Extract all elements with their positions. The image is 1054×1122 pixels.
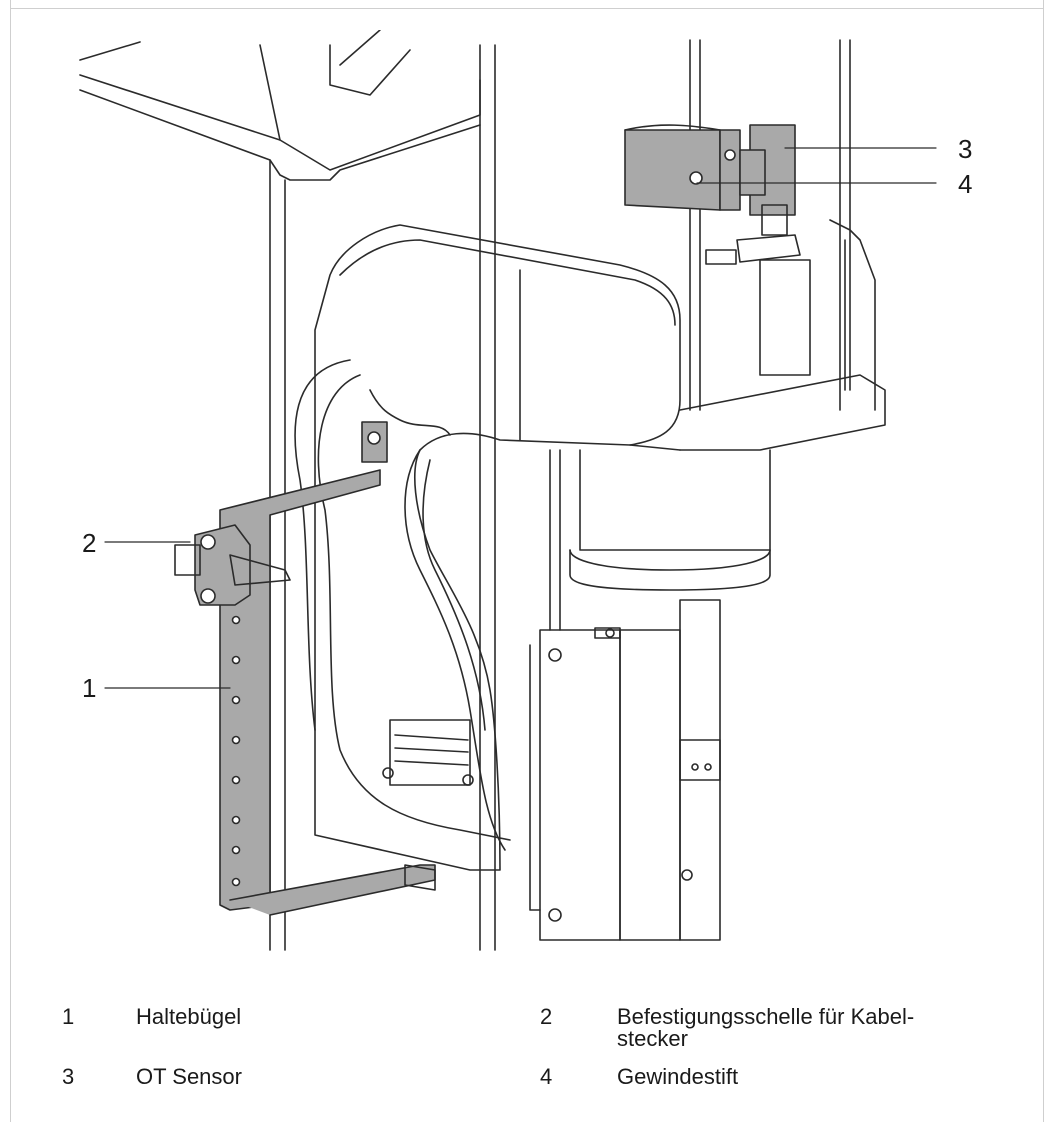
c-frame (294, 224, 886, 871)
page-frame-right (1043, 0, 1044, 1122)
legend-number: 2 (540, 1004, 553, 1029)
page-frame-top (10, 8, 1044, 9)
legend-number: 1 (62, 1004, 75, 1029)
legend-label: Haltebügel (136, 1004, 242, 1029)
page-frame-left (10, 0, 11, 1122)
legend-number: 4 (540, 1064, 553, 1089)
callout-4: 4 (958, 169, 973, 199)
cable-plug-clamp (174, 524, 436, 891)
legend-label: Gewindestift (617, 1064, 739, 1089)
callout-3: 3 (958, 134, 973, 164)
sensor-holder (624, 124, 801, 265)
callout-2: 2 (82, 528, 97, 558)
legend-label-continued: stecker (617, 1026, 688, 1051)
upper-housing (79, 30, 496, 951)
press-cylinder (529, 449, 771, 941)
technical-drawing (79, 30, 937, 951)
legend-label: Befestigungsschelle für Kabel- (617, 1004, 915, 1029)
callout-1: 1 (82, 673, 97, 703)
right-column (689, 39, 876, 411)
legend-label: OT Sensor (136, 1064, 242, 1089)
leader-lines (104, 147, 937, 689)
nameplate (382, 719, 474, 786)
holding-bracket (219, 421, 436, 916)
legend-number: 3 (62, 1064, 75, 1089)
